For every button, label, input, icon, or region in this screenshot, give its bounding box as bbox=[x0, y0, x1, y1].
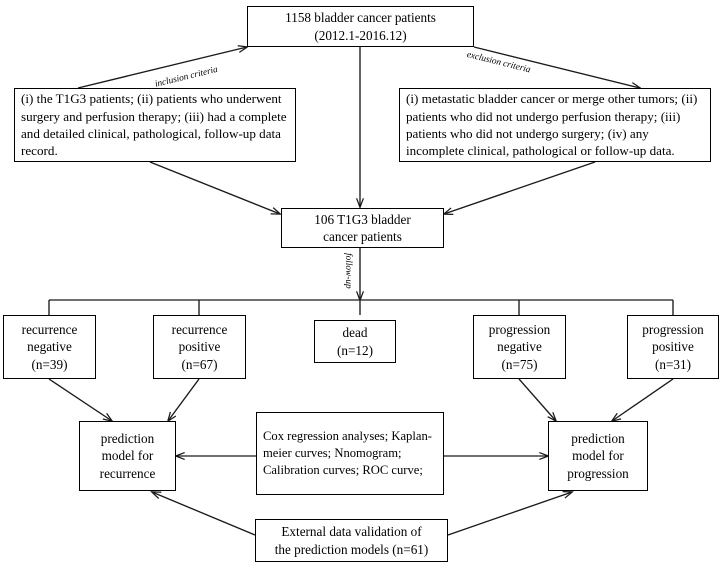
methods-line2: Kaplan-meier curves; bbox=[263, 429, 432, 461]
methods-line1: Cox regression analyses; bbox=[263, 429, 389, 444]
inclusion-line2: underwent surgery and perfusion therapy; bbox=[21, 91, 282, 124]
outcome-2-line2: (n=12) bbox=[336, 342, 373, 358]
outcome-4-line1: progression bbox=[642, 322, 704, 338]
node-exclusion-criteria: (i) metastatic bladder cancer or merge o… bbox=[399, 88, 711, 162]
outcome-1-line3: (n=67) bbox=[181, 356, 218, 372]
outcome-0-line2: negative bbox=[27, 339, 72, 355]
outcome-4-line3: (n=31) bbox=[654, 356, 691, 372]
outcome-1-line2: positive bbox=[178, 339, 221, 355]
validation-line2: the prediction models (n=61) bbox=[274, 541, 429, 557]
node-outcome-dead: dead (n=12) bbox=[314, 320, 396, 363]
exclusion-line2: (ii) patients who did not undergo perfus… bbox=[406, 91, 698, 124]
progression-model-line2: model for bbox=[572, 448, 624, 464]
node-outcome-recurrence-positive: recurrence positive (n=67) bbox=[153, 315, 246, 379]
progression-model-line3: progression bbox=[567, 465, 629, 481]
exclusion-line4: incomplete clinical, pathological or fol… bbox=[406, 143, 675, 159]
methods-line3: Nnomogram; Calibration bbox=[263, 446, 402, 477]
node-outcome-progression-negative: progression negative (n=75) bbox=[473, 315, 566, 379]
exclusion-line3: (iii) patients who did not undergo surge… bbox=[406, 108, 681, 141]
outcome-0-line3: (n=39) bbox=[31, 356, 68, 372]
node-prediction-model-recurrence: prediction model for recurrence bbox=[79, 421, 176, 491]
outcome-3-line3: (n=75) bbox=[501, 356, 538, 372]
cohort-line2: cancer patients bbox=[323, 229, 402, 244]
total-patients-line2: (2012.1-2016.12) bbox=[314, 27, 407, 43]
node-outcome-recurrence-negative: recurrence negative (n=39) bbox=[3, 315, 96, 379]
outcome-1-line1: recurrence bbox=[171, 322, 228, 338]
exclusion-line1: (i) metastatic bladder cancer or merge o… bbox=[406, 91, 679, 107]
edge-label-followup: follow-up bbox=[343, 253, 353, 289]
outcome-3-line1: progression bbox=[488, 322, 551, 338]
cohort-line1: 106 T1G3 bladder bbox=[314, 211, 411, 227]
node-outcome-progression-positive: progression positive (n=31) bbox=[627, 315, 719, 379]
inclusion-line1: (i) the T1G3 patients; (ii) patients who bbox=[21, 91, 223, 107]
inclusion-line3: (iii) had a complete and detailed clinic… bbox=[21, 108, 287, 141]
outcome-0-line1: recurrence bbox=[21, 322, 78, 338]
node-prediction-model-progression: prediction model for progression bbox=[548, 421, 648, 491]
inclusion-line4: pathological, follow-up data record. bbox=[21, 126, 281, 159]
node-external-validation: External data validation of the predicti… bbox=[255, 519, 448, 562]
outcome-2-line1: dead bbox=[342, 325, 368, 341]
recurrence-model-line1: prediction bbox=[100, 431, 155, 447]
node-cohort-t1g3: 106 T1G3 bladder cancer patients bbox=[281, 208, 444, 248]
node-methods: Cox regression analyses; Kaplan-meier cu… bbox=[256, 412, 444, 495]
node-total-patients: 1158 bladder cancer patients (2012.1-201… bbox=[247, 6, 474, 47]
outcome-3-line2: negative bbox=[497, 339, 542, 355]
node-inclusion-criteria: (i) the T1G3 patients; (ii) patients who… bbox=[14, 88, 296, 162]
validation-line1: External data validation of bbox=[281, 524, 422, 540]
outcome-4-line2: positive bbox=[652, 339, 694, 355]
recurrence-model-line3: recurrence bbox=[99, 465, 156, 481]
progression-model-line1: prediction bbox=[571, 431, 625, 447]
total-patients-line1: 1158 bladder cancer patients bbox=[285, 10, 436, 26]
recurrence-model-line2: model for bbox=[101, 448, 154, 464]
methods-line4: curves; ROC curve; bbox=[322, 462, 423, 477]
